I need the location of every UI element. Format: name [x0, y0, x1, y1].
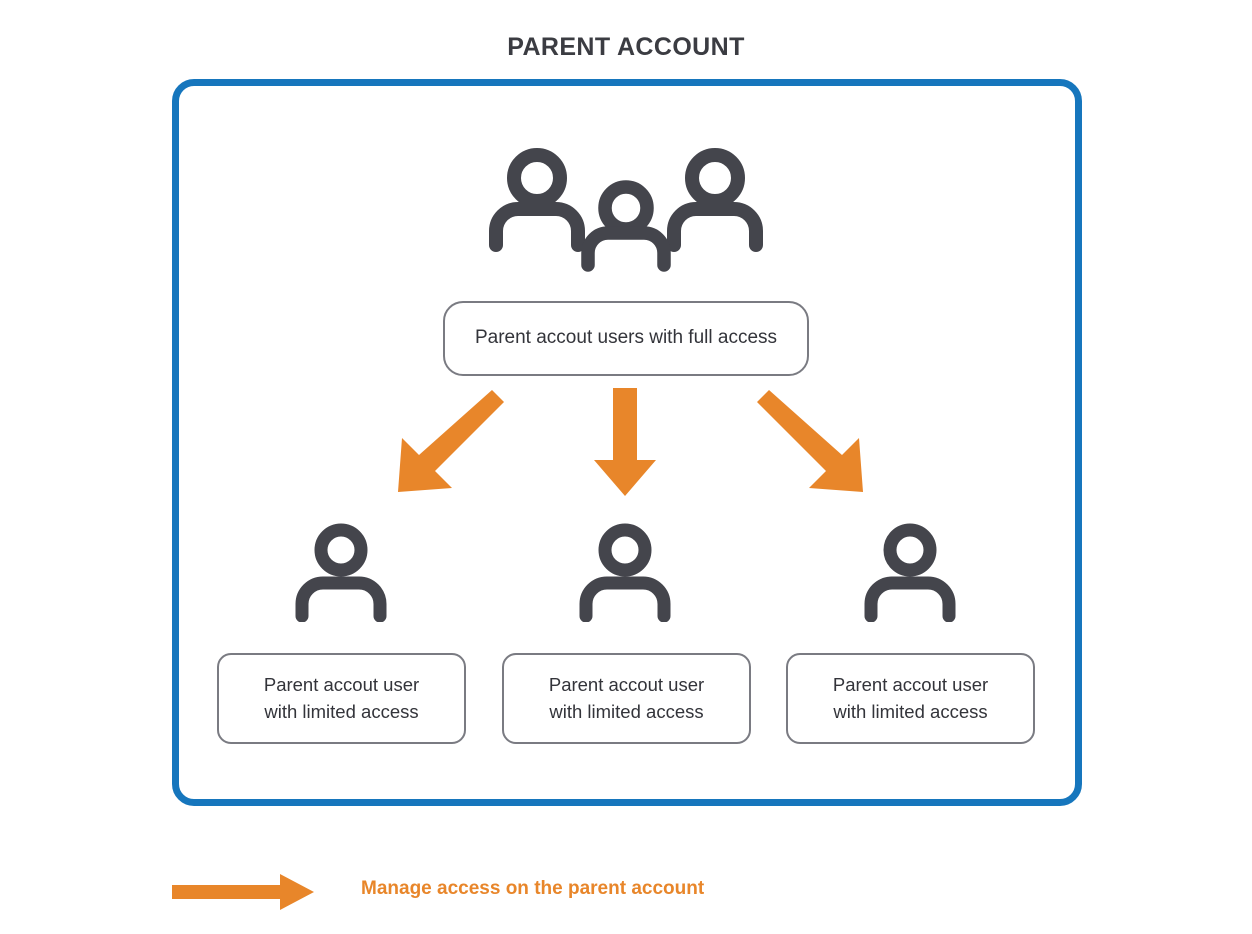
child-node-label-text-1: Parent accout user with limited access: [264, 672, 419, 725]
legend: Manage access on the parent account: [172, 866, 872, 918]
single-user-icon-1: [293, 522, 389, 623]
child-label-line-2: with limited access: [833, 700, 988, 722]
arrow-down-icon: [594, 388, 656, 496]
legend-label: Manage access on the parent account: [361, 878, 705, 899]
child-label-line-2: with limited access: [549, 700, 704, 722]
single-user-icon-2: [577, 522, 673, 623]
group-of-three-users-icon: [478, 146, 774, 272]
single-user-icon-3: [862, 522, 958, 623]
top-node-label-text: Parent accout users with full access: [474, 327, 778, 349]
child-label-line-1: Parent accout user: [263, 674, 420, 696]
child-label-line-2: with limited access: [264, 700, 419, 722]
child-node-label-text-3: Parent accout user with limited access: [833, 672, 988, 725]
child-node-label-box-1: Parent accout user with limited access: [217, 653, 466, 744]
arrow-down-right-icon: [757, 390, 873, 492]
child-node-label-box-3: Parent accout user with limited access: [786, 653, 1035, 744]
child-label-line-1: Parent accout user: [548, 674, 705, 696]
child-node-label-box-2: Parent accout user with limited access: [502, 653, 751, 744]
page-title: PARENT ACCOUNT: [507, 33, 745, 61]
top-node-label-box: Parent accout users with full access: [443, 301, 809, 376]
right-arrow-icon: [172, 874, 314, 910]
child-label-line-1: Parent accout user: [832, 674, 989, 696]
arrow-down-left-icon: [388, 390, 504, 492]
child-node-label-text-2: Parent accout user with limited access: [549, 672, 704, 725]
